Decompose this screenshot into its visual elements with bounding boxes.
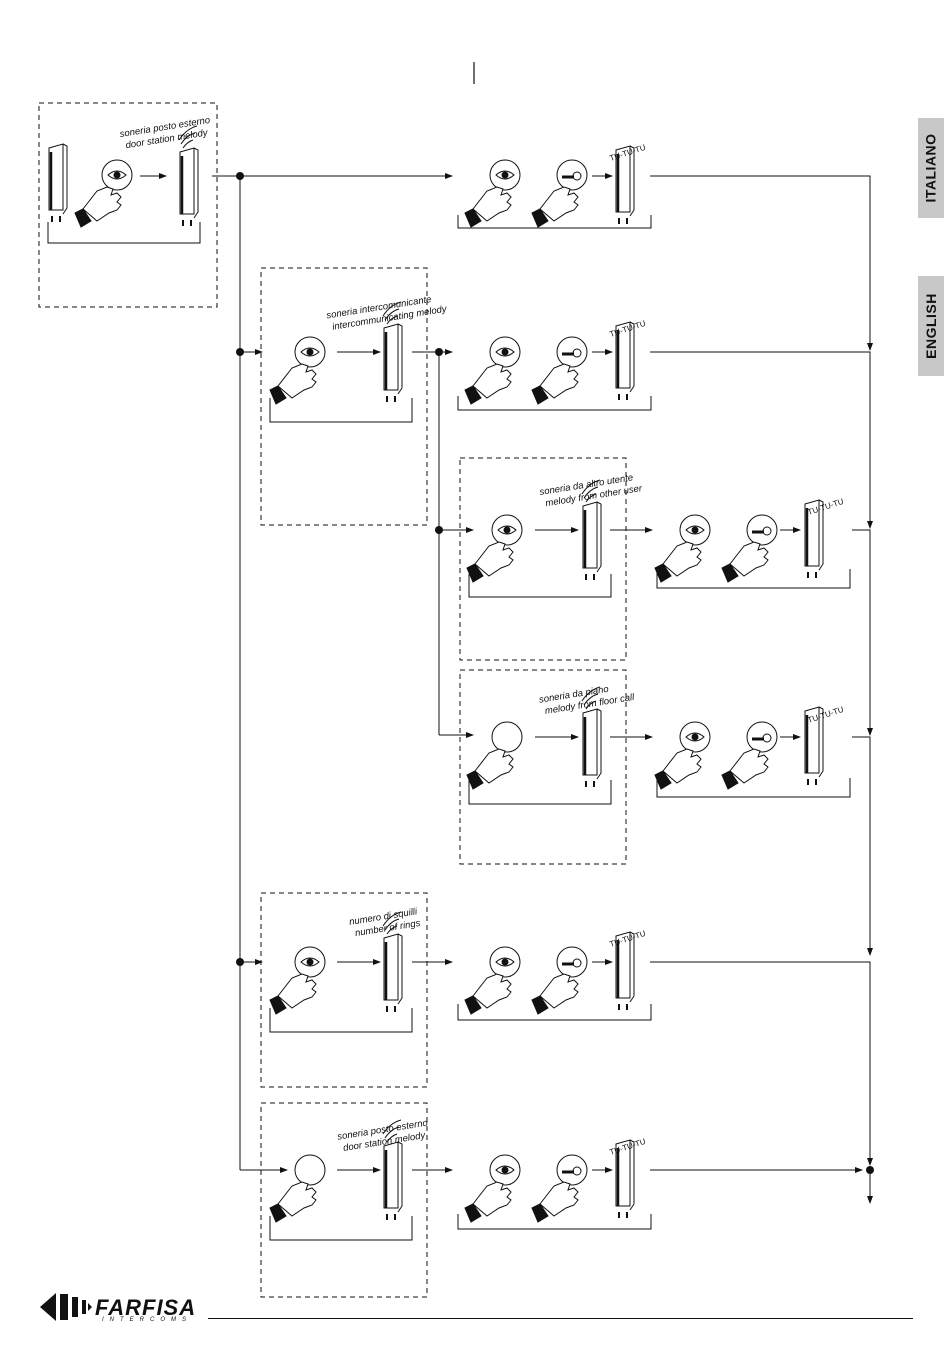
handset-tu-5 <box>615 931 635 1010</box>
button-key-r4 <box>746 721 778 753</box>
hand-r4b <box>721 748 769 790</box>
handset-tu-3 <box>804 499 824 578</box>
hand-r6a <box>464 1181 512 1223</box>
brand-sub: INTERCOMS <box>102 1317 192 1323</box>
handset-tu-2 <box>615 321 635 400</box>
button-plain-4 <box>491 721 523 753</box>
handset-1 <box>48 143 68 222</box>
farfisa-logo <box>40 1293 92 1321</box>
box-door-station-2 <box>260 1102 428 1298</box>
button-eye-r5 <box>489 946 521 978</box>
hand-6 <box>269 1181 317 1223</box>
handset-ringing-4 <box>581 686 602 787</box>
hand-r6b <box>531 1181 579 1223</box>
brand-name: FARFISA <box>95 1295 197 1320</box>
tab-english[interactable]: ENGLISH <box>918 276 944 376</box>
handset-ringing-5 <box>382 911 403 1012</box>
button-eye-r3 <box>679 514 711 546</box>
button-key-r5 <box>556 946 588 978</box>
button-plain-6 <box>294 1154 326 1186</box>
button-eye-r1 <box>489 159 521 191</box>
tu-label-1: TU-TU-TU <box>609 143 647 163</box>
hand-r1b <box>531 186 579 228</box>
handset-ringing-1 <box>178 125 199 226</box>
tu-label-2: TU-TU-TU <box>609 319 647 339</box>
tu-label-4: TU-TU-TU <box>807 705 845 725</box>
box-intercommunicating <box>260 267 428 526</box>
tu-label-5: TU-TU-TU <box>609 929 647 949</box>
handset-tu-6 <box>615 1139 635 1218</box>
tab-italiano[interactable]: ITALIANO <box>918 118 944 218</box>
button-key-r2 <box>556 336 588 368</box>
hand-r2a <box>464 363 512 405</box>
box-other-user <box>459 457 627 661</box>
footer-rule <box>208 1318 913 1319</box>
handset-ringing-3 <box>581 479 602 580</box>
button-eye-1 <box>101 159 133 191</box>
box-floor-call <box>459 669 627 865</box>
hand-5 <box>269 973 317 1015</box>
box-door-station <box>38 102 218 308</box>
hand-2 <box>269 363 317 405</box>
button-key-r6 <box>556 1154 588 1186</box>
button-eye-r6 <box>489 1154 521 1186</box>
hand-1 <box>74 186 122 228</box>
button-key-r3 <box>746 514 778 546</box>
hand-r2b <box>531 363 579 405</box>
box-number-of-rings <box>260 892 428 1088</box>
hand-r5a <box>464 973 512 1015</box>
hand-r3b <box>721 541 769 583</box>
button-eye-r4 <box>679 721 711 753</box>
hand-r1a <box>464 186 512 228</box>
tu-label-6: TU-TU-TU <box>609 1137 647 1157</box>
button-eye-5 <box>294 946 326 978</box>
handset-ringing-2 <box>382 301 403 402</box>
hand-4 <box>466 748 514 790</box>
handset-ringing-6 <box>382 1119 403 1220</box>
hand-3 <box>466 541 514 583</box>
handset-tu-4 <box>804 706 824 785</box>
hand-r4a <box>654 748 702 790</box>
handset-tu-1 <box>615 145 635 224</box>
hand-r3a <box>654 541 702 583</box>
tu-label-3: TU-TU-TU <box>807 497 845 517</box>
button-eye-2 <box>294 336 326 368</box>
button-key-r1 <box>556 159 588 191</box>
button-eye-r2 <box>489 336 521 368</box>
hand-r5b <box>531 973 579 1015</box>
button-eye-3 <box>491 514 523 546</box>
